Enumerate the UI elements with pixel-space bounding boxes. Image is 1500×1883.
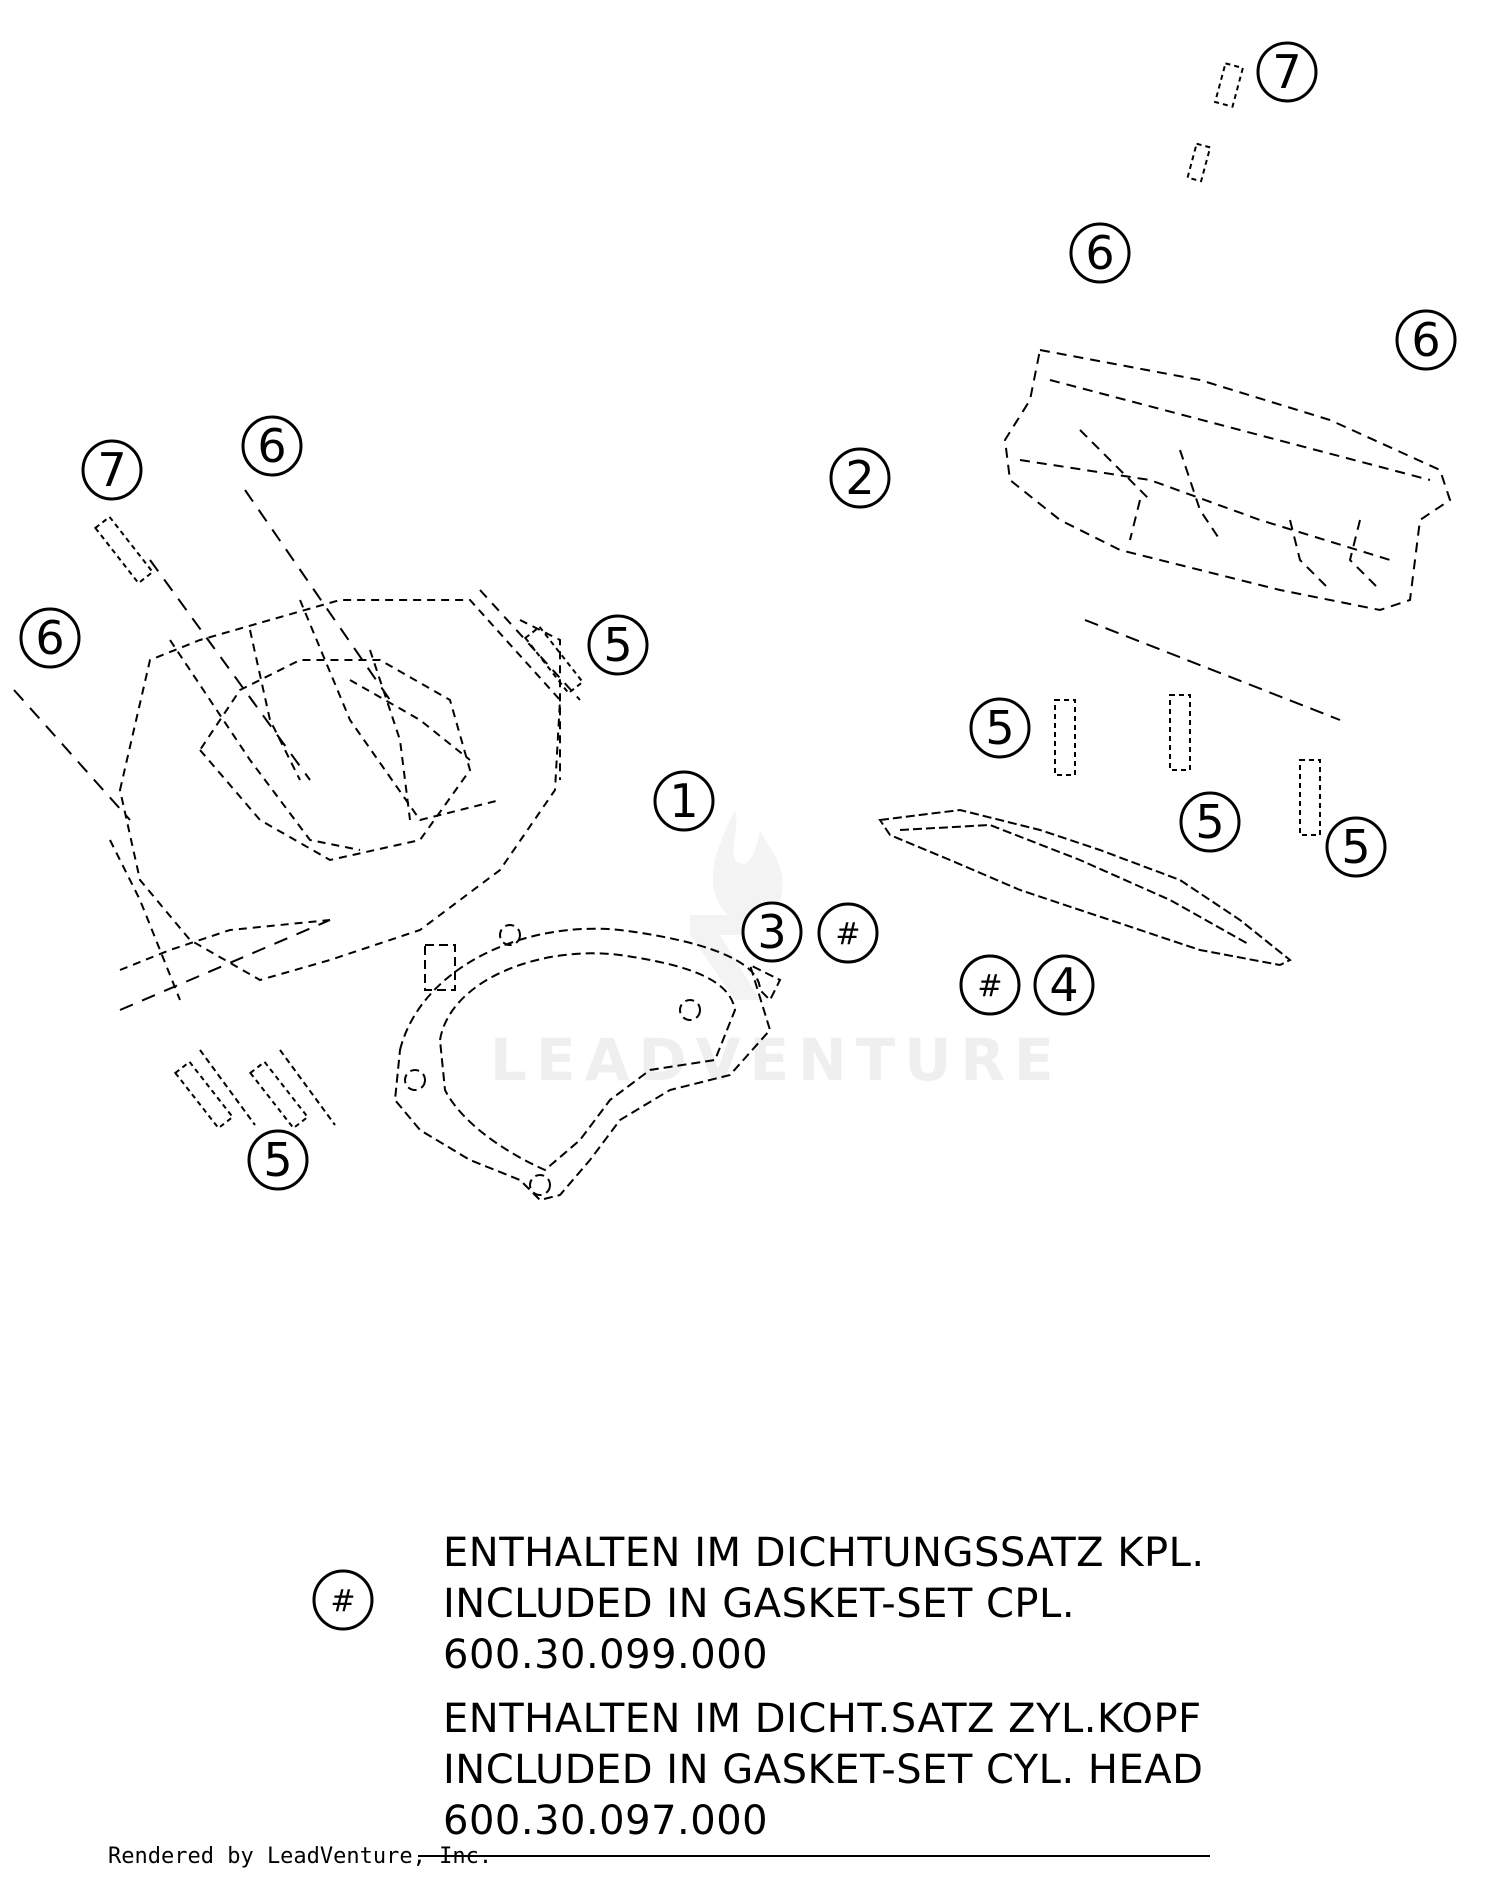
- legend-line-5: INCLUDED IN GASKET-SET CYL. HEAD: [443, 1747, 1204, 1793]
- callout-label: 4: [1049, 958, 1078, 1012]
- callout-hash-4: [959, 954, 1021, 1016]
- legend-line-6: 600.30.097.000: [443, 1798, 769, 1844]
- callout-label: 1: [669, 774, 698, 828]
- callout-hash-3: [817, 902, 879, 964]
- callout-label: 6: [1085, 226, 1114, 280]
- callout-2: [829, 447, 891, 509]
- callout-5-head-right: [1325, 816, 1387, 878]
- watermark-text: LEADVENTURE: [490, 1026, 1063, 1094]
- legend-line-4: ENTHALTEN IM DICHT.SATZ ZYL.KOPF: [443, 1696, 1202, 1742]
- callout-5-cylinder-top: [587, 614, 649, 676]
- callout-label: 5: [1341, 820, 1370, 874]
- callout-5-cylinder-bottom: [247, 1129, 309, 1191]
- callout-6-left: [19, 607, 81, 669]
- callout-7-left: [81, 439, 143, 501]
- callout-label: 5: [603, 618, 632, 672]
- callout-4: [1033, 954, 1095, 1016]
- callout-label: 6: [35, 611, 64, 665]
- callout-label: 3: [757, 905, 786, 959]
- callout-6-top-left: [1069, 222, 1131, 284]
- callout-label: #: [977, 969, 1002, 1004]
- callout-label: 2: [845, 451, 874, 505]
- callout-label: 6: [257, 419, 286, 473]
- callout-label: 5: [263, 1133, 292, 1187]
- callout-label: 5: [1195, 795, 1224, 849]
- legend-line-3: 600.30.099.000: [443, 1632, 769, 1678]
- callout-label: 7: [97, 443, 126, 497]
- callout-label: #: [835, 917, 860, 952]
- watermark-logo: LEADVENTURE: [490, 810, 1063, 1094]
- callout-7-top: [1256, 41, 1318, 103]
- callout-5-head-mid: [1179, 791, 1241, 853]
- legend-line-1: ENTHALTEN IM DICHTUNGSSATZ KPL.: [443, 1530, 1205, 1576]
- legend-line-2: INCLUDED IN GASKET-SET CPL.: [443, 1581, 1076, 1627]
- callout-3: [741, 901, 803, 963]
- callout-6-top-right: [1395, 309, 1457, 371]
- callout-5-head-left: [969, 697, 1031, 759]
- cylinder-drawing: [109, 599, 562, 1001]
- callout-6-left-upper: [241, 415, 303, 477]
- head-fasteners: [1054, 62, 1341, 836]
- callout-label: 7: [1272, 45, 1301, 99]
- legend-symbol: #: [330, 1584, 355, 1619]
- callout-labels: 7 6 6 2 7 6 6 5 5 5 5 1 3 # # 4 5 #: [35, 45, 1440, 1619]
- base-gasket-drawing: [393, 924, 782, 1202]
- callouts: [19, 41, 1457, 1631]
- callout-label: 5: [985, 701, 1014, 755]
- head-gasket-drawing: [878, 808, 1292, 967]
- footer-credit: Rendered by LeadVenture, Inc.: [108, 1844, 493, 1869]
- callout-label: 6: [1411, 313, 1440, 367]
- callout-1: [653, 770, 715, 832]
- legend-hash-circle: [312, 1569, 374, 1631]
- cylinder-head-drawing: [1003, 348, 1452, 612]
